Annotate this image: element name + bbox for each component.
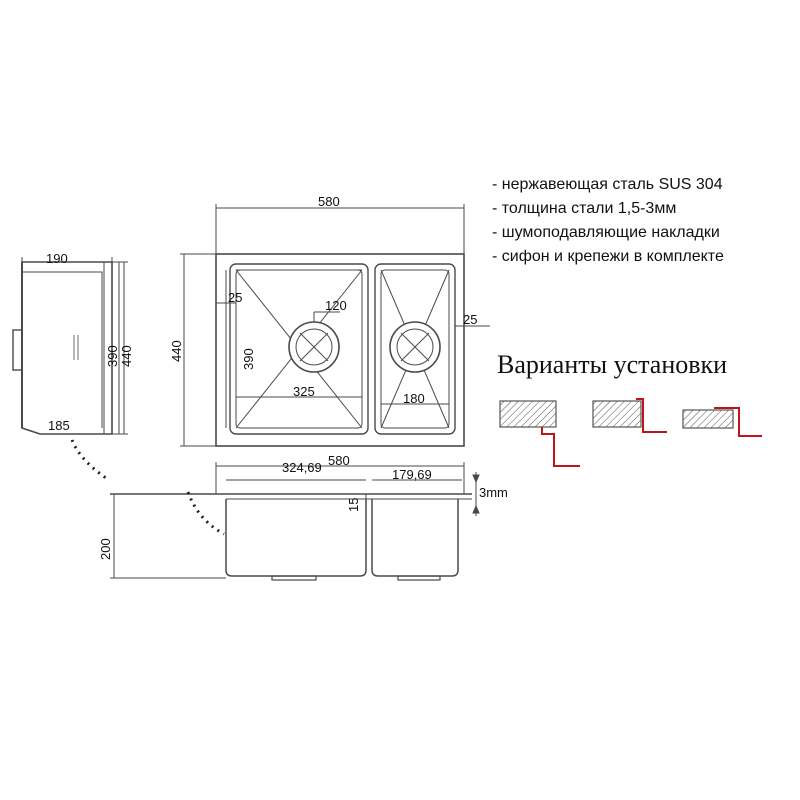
variant-topmount xyxy=(682,407,762,437)
dim-rim-height: 15 xyxy=(346,498,361,512)
front-view xyxy=(110,462,480,581)
dim-small-bowl-width: 180 xyxy=(403,391,425,406)
spec-item: - шумоподавляющие накладки xyxy=(492,224,720,241)
dim-big-bowl-width: 325 xyxy=(293,384,315,399)
dim-plan-height: 440 xyxy=(169,340,184,362)
dim-total-height: 200 xyxy=(98,538,113,560)
variant-flush xyxy=(592,398,667,433)
dimension-labels: 190 390 440 185 580 440 25 390 120 325 1… xyxy=(46,194,508,560)
dim-front-width: 580 xyxy=(328,453,350,468)
dim-side-bottom: 185 xyxy=(48,418,70,433)
dim-side-height-outer: 440 xyxy=(119,345,134,367)
installation-title: Варианты установки xyxy=(497,350,728,379)
spec-list: - нержавеющая сталь SUS 304 - толщина ст… xyxy=(492,173,724,269)
dim-bowl-height: 390 xyxy=(241,348,256,370)
spec-item: - толщина стали 1,5-3мм xyxy=(492,200,677,217)
plan-view xyxy=(180,204,490,447)
variant-undermount xyxy=(499,400,580,467)
installation-variants xyxy=(499,398,762,467)
dim-front-small-bowl: 179,69 xyxy=(392,467,432,482)
dim-side-height-inner: 390 xyxy=(105,345,120,367)
spec-item: - нержавеющая сталь SUS 304 xyxy=(492,176,723,193)
side-profile-view xyxy=(12,257,128,480)
dim-top-width: 580 xyxy=(318,194,340,209)
spec-item: - сифон и крепежи в комплекте xyxy=(492,248,724,265)
dim-left-margin: 25 xyxy=(228,290,242,305)
dim-right-margin: 25 xyxy=(463,312,477,327)
dim-drain-diameter: 120 xyxy=(325,298,347,313)
dim-thickness: 3mm xyxy=(479,485,508,500)
dim-front-big-bowl: 324,69 xyxy=(282,460,322,475)
dim-side-depth: 190 xyxy=(46,251,68,266)
